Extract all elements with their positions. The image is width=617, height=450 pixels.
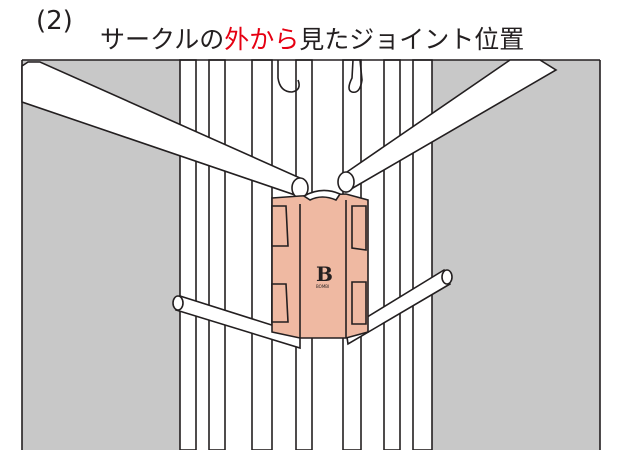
vertical-bar-3 <box>251 59 273 450</box>
step-number: (2) <box>36 6 73 36</box>
caption-highlight: 外から <box>224 25 300 54</box>
top-hooks <box>277 59 363 94</box>
upper-right-tube-end <box>337 171 355 193</box>
figure-heading: (2) サークルの外から見たジョイント位置 <box>0 0 617 60</box>
lower-right-tube-cap <box>441 269 453 285</box>
upper-tubes <box>21 59 558 199</box>
joint-right-flap <box>351 205 367 251</box>
joint-top-notch <box>302 189 342 201</box>
figure-caption: サークルの外から見たジョイント位置 <box>100 20 524 56</box>
caption-prefix: サークルの <box>100 25 225 54</box>
hook-left <box>277 60 300 93</box>
joint-left-flap-lower <box>271 283 289 323</box>
joint-logo: B <box>316 262 333 286</box>
vertical-bar-6 <box>383 59 401 450</box>
joint-right-flap-lower <box>351 281 367 325</box>
lower-tubes <box>172 268 453 350</box>
caption-suffix: 見たジョイント位置 <box>299 25 525 54</box>
vertical-bar-1 <box>179 59 197 450</box>
joint-left-flap <box>271 205 289 247</box>
hook-right <box>348 59 363 94</box>
lower-left-tube-cap <box>172 295 184 311</box>
joint-logo-subtext: BOMBI <box>316 284 329 289</box>
vertical-bar-2 <box>208 59 226 450</box>
joint-clip: B BOMBI <box>271 189 369 339</box>
